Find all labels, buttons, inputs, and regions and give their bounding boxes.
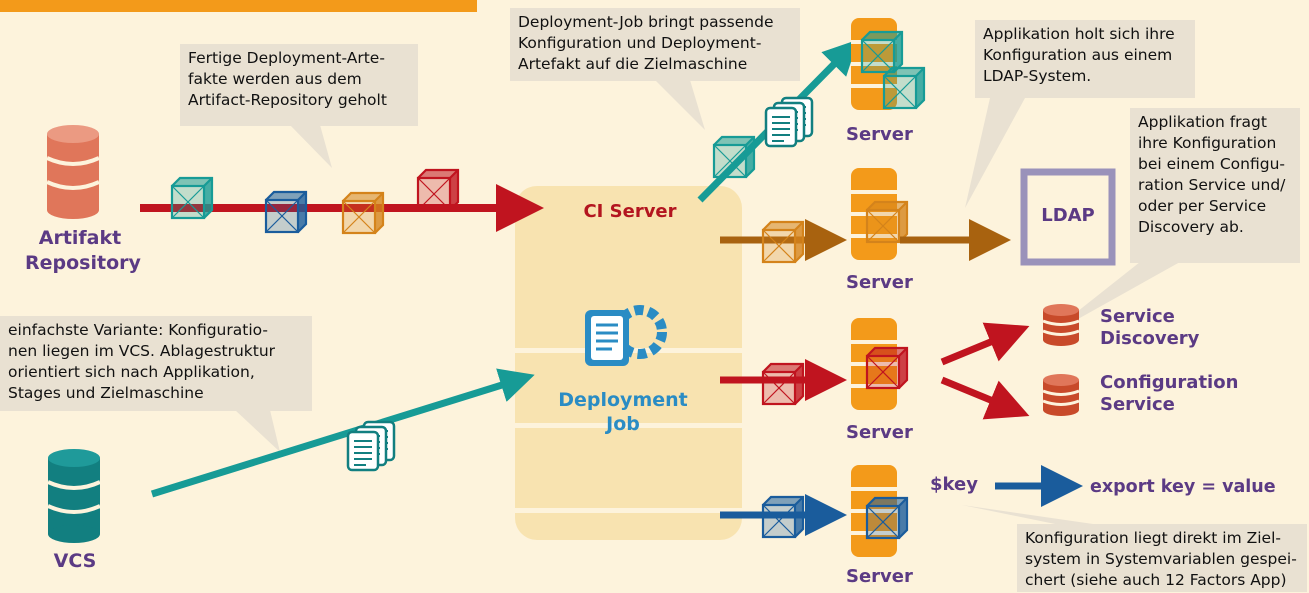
config-files-icon xyxy=(766,98,812,146)
callout-artifact-fetch: Fertige Deployment-Arte- fakte werden au… xyxy=(180,44,418,126)
callout-text: Artifact-Repository geholt xyxy=(188,91,387,109)
label-line: Service xyxy=(1100,394,1175,415)
callout-text: Konfiguration aus einem xyxy=(983,46,1173,64)
callout-text: orientiert sich nach Applikation, xyxy=(8,363,255,381)
ci-panel xyxy=(515,186,742,540)
callout-text: Stages und Zielmaschine xyxy=(8,384,204,402)
callout-text: einfachste Variante: Konfiguratio- xyxy=(8,321,268,339)
callout-text: Konfiguration und Deployment- xyxy=(518,34,762,52)
callout-pointer-env xyxy=(962,505,1100,525)
label-line: Job xyxy=(606,413,640,435)
callout-pointer-artifact xyxy=(290,125,332,168)
package-teal-icon xyxy=(170,176,214,220)
server-1-package-icon xyxy=(860,30,904,74)
ldap-label: LDAP xyxy=(1041,205,1095,226)
package-orange-icon xyxy=(761,220,805,264)
callout-text: bei einem Configu- xyxy=(1138,155,1285,173)
callout-vcs-variant: einfachste Variante: Konfiguratio- nen l… xyxy=(0,316,312,411)
deployment-job-label: Deployment Job xyxy=(548,388,698,436)
package-red-icon xyxy=(761,362,805,406)
server-1-config-icon xyxy=(882,66,926,110)
callout-pointer-vcs xyxy=(235,410,280,452)
configuration-service-icon xyxy=(1041,372,1081,418)
vcs-arrow xyxy=(150,368,535,498)
server-4-package-icon xyxy=(865,496,909,540)
server-2-package-icon xyxy=(865,200,909,244)
callout-text: Discovery ab. xyxy=(1138,218,1244,236)
callout-text: nen liegen im VCS. Ablagestruktur xyxy=(8,342,276,360)
package-blue-icon xyxy=(761,495,805,539)
label-line: Service xyxy=(1100,306,1175,327)
key-variable-label: $key xyxy=(930,474,978,495)
callout-pointer-ldap xyxy=(965,98,1025,208)
callout-text: Deployment-Job bringt passende xyxy=(518,13,774,31)
package-teal-icon xyxy=(712,135,756,179)
callout-text: ration Service und/ xyxy=(1138,176,1286,194)
server-2-label: Server xyxy=(846,272,913,293)
callout-text: Applikation fragt xyxy=(1138,113,1267,131)
callout-text: LDAP-System. xyxy=(983,67,1092,85)
label-line: Deployment xyxy=(558,389,688,411)
artifact-repository-label: Artifakt Repository xyxy=(25,226,141,276)
vcs-label: VCS xyxy=(53,550,97,572)
callout-env-vars: Konfiguration liegt direkt im Ziel- syst… xyxy=(1017,524,1307,592)
callout-text: Applikation holt sich ihre xyxy=(983,25,1175,43)
callout-text: Fertige Deployment-Arte- xyxy=(188,49,385,67)
vcs-icon xyxy=(46,447,102,545)
callout-ldap-fetch: Applikation holt sich ihre Konfiguration… xyxy=(975,20,1195,98)
callout-text: Artefakt auf die Zielmaschine xyxy=(518,55,748,73)
callout-text: chert (siehe auch 12 Factors App) xyxy=(1025,571,1287,589)
label-line: Repository xyxy=(25,252,141,274)
server-3-label: Server xyxy=(846,422,913,443)
server-4-label: Server xyxy=(846,566,913,587)
service-discovery-label: Service Discovery xyxy=(1100,306,1250,350)
server-3-package-icon xyxy=(865,346,909,390)
callout-text: system in Systemvariablen gespei- xyxy=(1025,550,1297,568)
callout-pointer-job xyxy=(655,80,705,130)
callout-text: Konfiguration liegt direkt im Ziel- xyxy=(1025,529,1281,547)
callout-text: oder per Service xyxy=(1138,197,1267,215)
service-discovery-icon xyxy=(1041,302,1081,348)
callout-config-service: Applikation fragt ihre Konfiguration bei… xyxy=(1130,108,1300,263)
callout-text: fakte werden aus dem xyxy=(188,70,362,88)
title-bar xyxy=(0,0,477,12)
artifact-repository-icon xyxy=(45,123,101,221)
service-discovery-arrow xyxy=(940,322,1030,366)
package-red-icon xyxy=(416,168,460,212)
callout-job-bringt: Deployment-Job bringt passende Konfigura… xyxy=(510,8,800,81)
package-blue-icon xyxy=(264,190,308,234)
label-line: Discovery xyxy=(1100,328,1200,349)
deployment-job-icon xyxy=(585,305,667,366)
ldap-box xyxy=(1020,168,1116,266)
callout-text: ihre Konfiguration xyxy=(1138,134,1277,152)
label-line: Configuration xyxy=(1100,372,1239,393)
export-command-label: export key = value xyxy=(1090,477,1276,497)
server-1-label: Server xyxy=(846,124,913,145)
ci-server-label: CI Server xyxy=(583,201,677,222)
label-line: Artifakt xyxy=(38,227,122,249)
configuration-service-label: Configuration Service xyxy=(1100,372,1280,416)
config-service-arrow xyxy=(940,376,1030,420)
package-orange-icon xyxy=(341,191,385,235)
